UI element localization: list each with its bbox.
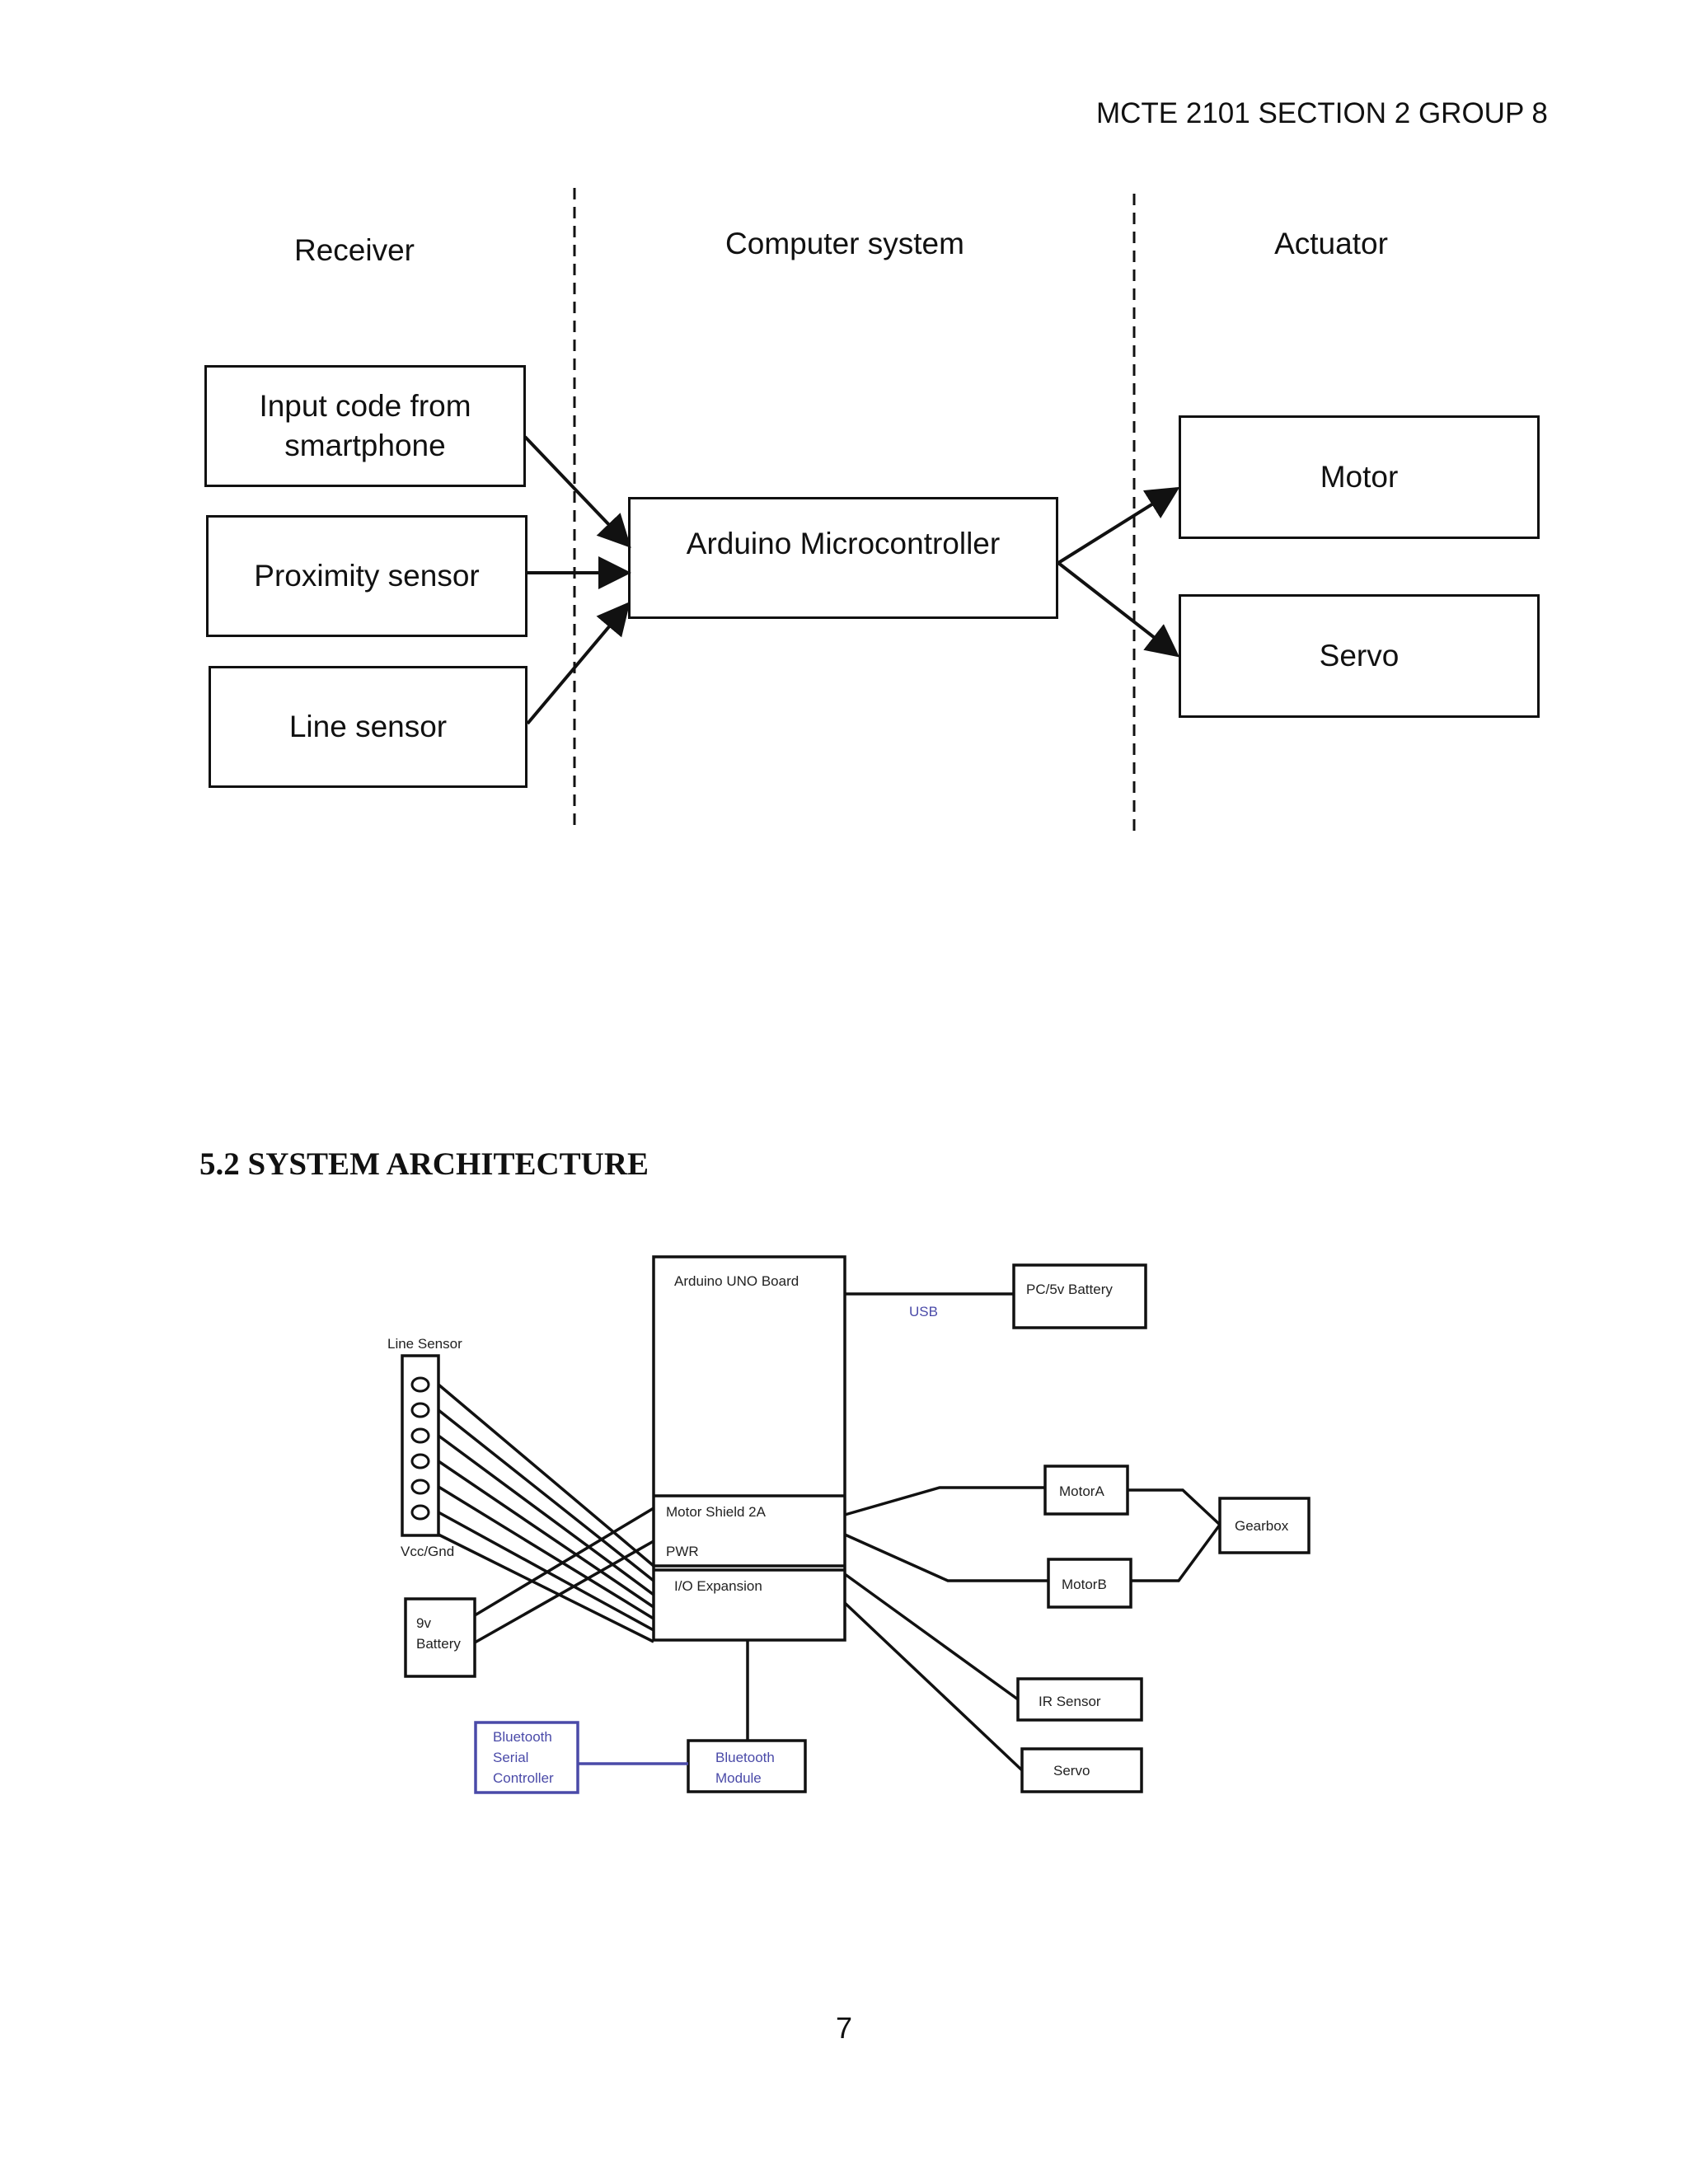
motor-label: Motor	[1320, 460, 1399, 494]
pc-battery-rect	[1012, 1263, 1147, 1329]
bt-controller-label-line1: Bluetooth	[493, 1729, 552, 1745]
arrow-servo	[1057, 561, 1180, 658]
arrow-input-code	[523, 435, 631, 548]
line-sensor-label: Line sensor	[288, 710, 448, 743]
column-label-receiver: Receiver	[294, 233, 415, 267]
motor-shield-label: Motor Shield 2A	[666, 1504, 767, 1520]
page-header: MCTE 2101 SECTION 2 GROUP 8	[1096, 97, 1548, 129]
arduino-controller-label: Arduino Microcontroller	[686, 527, 1001, 560]
motor-b-rect	[1047, 1558, 1132, 1609]
arrow-motor	[1057, 486, 1180, 565]
motor-a-label: MotorA	[1059, 1483, 1104, 1499]
bt-controller-label-line3: Controller	[493, 1770, 554, 1786]
pwr-label: PWR	[666, 1544, 699, 1559]
proximity-sensor-label: Proximity sensor	[254, 559, 480, 593]
input-smartphone-label: Input code from smartphone	[259, 389, 471, 462]
io-expansion-label: I/O Expansion	[674, 1578, 762, 1594]
gearbox-label: Gearbox	[1235, 1518, 1289, 1534]
arrow-line-sensor	[526, 601, 631, 725]
battery-9v-rect	[404, 1597, 476, 1678]
bt-controller-label-line2: Serial	[493, 1750, 528, 1765]
usb-label: USB	[909, 1304, 938, 1319]
arduino-board-rect	[652, 1255, 846, 1642]
vcc-gnd-label: Vcc/Gnd	[401, 1544, 454, 1559]
servo-label: Servo	[1319, 639, 1400, 673]
servo-box: Servo	[1179, 594, 1540, 718]
battery-9v-label-line2: Battery	[416, 1636, 461, 1652]
line-sensor-box: Line sensor	[209, 666, 528, 788]
motor-box: Motor	[1179, 415, 1540, 539]
arduino-board-label: Arduino UNO Board	[674, 1273, 799, 1289]
proximity-sensor-box: Proximity sensor	[206, 515, 528, 637]
motor-b-label: MotorB	[1062, 1577, 1107, 1592]
bt-controller-rect	[474, 1721, 579, 1794]
page-number: 7	[835, 2011, 853, 2045]
pc-battery-label: PC/5v Battery	[1026, 1282, 1113, 1297]
servo-arch-label: Servo	[1053, 1763, 1090, 1779]
arduino-controller-box: Arduino Microcontroller	[628, 497, 1058, 619]
input-smartphone-box: Input code from smartphone	[204, 365, 526, 487]
column-label-actuator: Actuator	[1274, 227, 1388, 260]
line-sensor-arch-label: Line Sensor	[387, 1336, 462, 1352]
column-label-computer-system: Computer system	[725, 227, 964, 260]
ir-sensor-label: IR Sensor	[1039, 1694, 1101, 1709]
bt-module-label-line1: Bluetooth	[715, 1750, 775, 1765]
bt-module-label-line2: Module	[715, 1770, 762, 1786]
section-title: 5.2 SYSTEM ARCHITECTURE	[199, 1146, 649, 1182]
line-sensor-strip	[401, 1354, 440, 1537]
battery-9v-label-line1: 9v	[416, 1615, 431, 1631]
